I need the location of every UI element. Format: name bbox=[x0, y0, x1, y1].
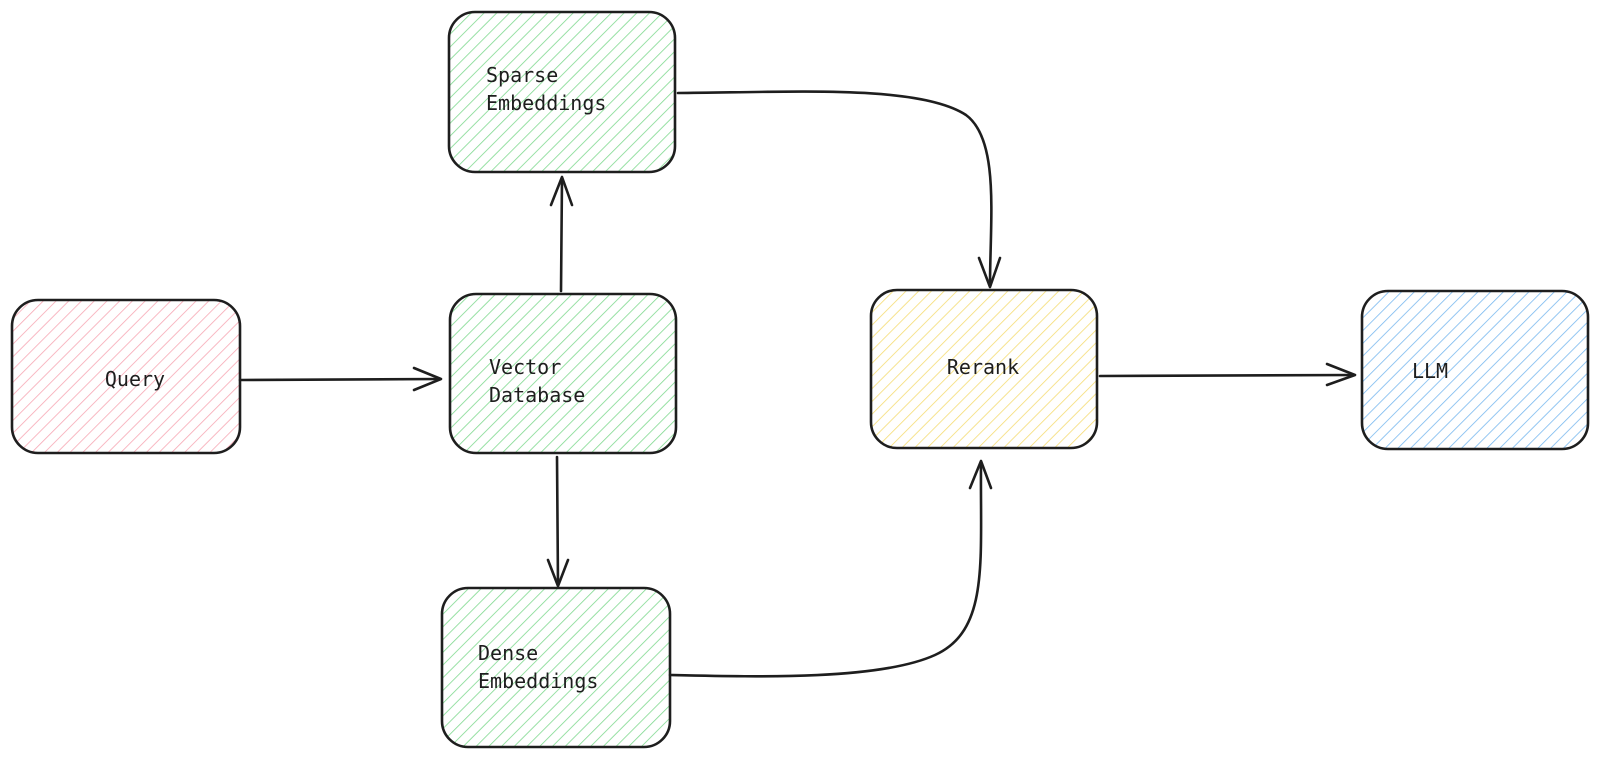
query-node[interactable]: Query bbox=[10, 298, 242, 455]
dense-embeddings-node[interactable]: Dense Embeddings bbox=[440, 586, 672, 749]
sparse-embeddings-node[interactable]: Sparse Embeddings bbox=[447, 10, 677, 174]
query-label: Query bbox=[105, 367, 165, 391]
llm-node[interactable]: LLM bbox=[1360, 289, 1590, 451]
edge-dense-embeddings-to-rerank bbox=[668, 459, 993, 678]
llm-label: LLM bbox=[1412, 359, 1448, 383]
dense-embeddings-label-line2: Embeddings bbox=[478, 669, 598, 693]
dense-embeddings-label-line1: Dense bbox=[478, 641, 538, 665]
vector-database-label-line1: Vector bbox=[489, 355, 561, 379]
edge-sparse-embeddings-to-rerank bbox=[676, 90, 1002, 289]
edge-vector-database-to-sparse-embeddings bbox=[549, 175, 574, 293]
vector-database-node[interactable]: Vector Database bbox=[448, 292, 678, 455]
vector-database-label-line2: Database bbox=[489, 383, 585, 407]
sparse-embeddings-label-line1: Sparse bbox=[486, 63, 558, 87]
edge-rerank-to-llm bbox=[1098, 362, 1357, 387]
sparse-embeddings-label-line2: Embeddings bbox=[486, 91, 606, 115]
edge-vector-database-to-dense-embeddings bbox=[546, 455, 570, 588]
rerank-node[interactable]: Rerank bbox=[869, 288, 1099, 450]
edge-query-to-vector-database bbox=[238, 366, 443, 392]
edges-layer bbox=[238, 90, 1357, 678]
rerank-label: Rerank bbox=[947, 355, 1019, 379]
